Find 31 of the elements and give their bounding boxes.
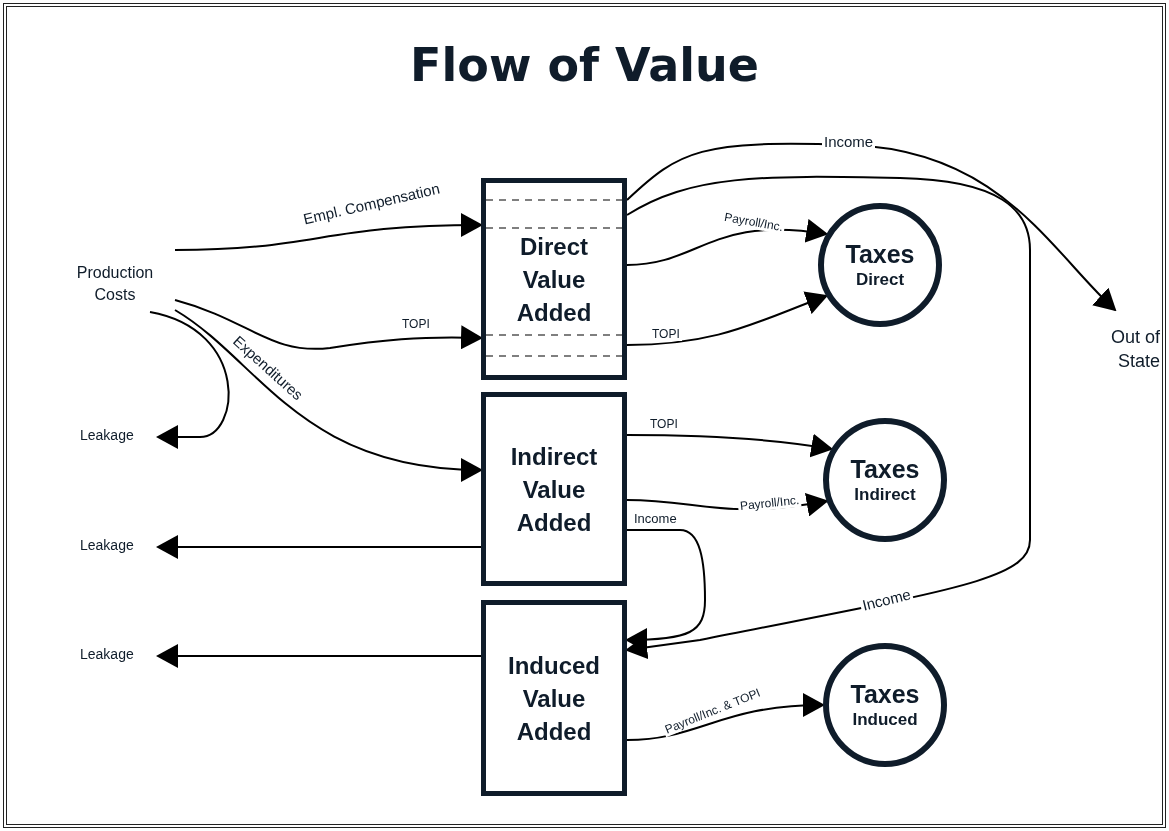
flow-arrow bbox=[625, 175, 1031, 660]
flow-arrow bbox=[625, 529, 706, 652]
flow-arrow bbox=[156, 535, 482, 559]
circle-subtitle: Induced bbox=[852, 709, 918, 731]
flow-arrow bbox=[156, 644, 482, 668]
flow-arrow bbox=[626, 693, 825, 741]
flow-label: Leakage bbox=[80, 536, 135, 555]
edge-label: TOPI bbox=[650, 328, 682, 342]
flow-arrow bbox=[626, 142, 1117, 312]
value-added-box bbox=[481, 600, 627, 796]
diagram-title: Flow of Value bbox=[410, 38, 759, 92]
flow-label: Leakage bbox=[80, 645, 135, 664]
flow-arrow bbox=[626, 433, 834, 458]
circle-title: Taxes bbox=[845, 239, 915, 269]
flow-arrow bbox=[174, 213, 483, 251]
circle-subtitle: Direct bbox=[855, 269, 905, 291]
flow-arrow bbox=[174, 309, 483, 481]
flow-label: Production Costs bbox=[75, 263, 155, 305]
flow-arrow bbox=[626, 291, 829, 346]
flow-label: Leakage bbox=[80, 426, 135, 445]
flow-arrow bbox=[149, 311, 230, 449]
edge-label: Income bbox=[822, 134, 876, 151]
edge-label: Payroll/Inc. bbox=[721, 210, 786, 235]
flow-arrow bbox=[174, 299, 483, 350]
circle-title: Taxes bbox=[850, 679, 920, 709]
circle-title: Taxes bbox=[850, 454, 920, 484]
value-added-box bbox=[481, 178, 627, 380]
flow-arrow bbox=[626, 219, 829, 266]
flow-label: Out of State bbox=[1109, 326, 1160, 374]
value-added-box bbox=[481, 392, 627, 586]
circle-subtitle: Indirect bbox=[854, 484, 916, 506]
